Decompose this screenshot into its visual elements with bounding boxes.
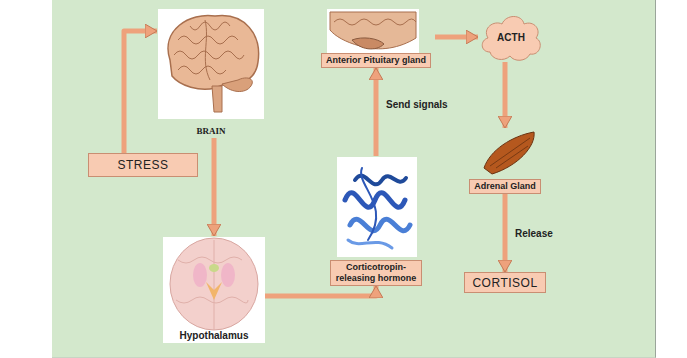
flow-arrow [374, 68, 379, 156]
node-label: Corticotropin-releasing hormone [330, 260, 422, 286]
node-label: ACTH [497, 32, 525, 43]
flow-arrow [265, 286, 376, 296]
edge-label: Send signals [384, 99, 450, 110]
protein-illustration [345, 168, 410, 248]
adrenal-node: Adrenal Gland [464, 128, 546, 194]
hypothalamus-illustration [170, 238, 258, 330]
stress-box: STRESS [88, 153, 198, 177]
brain-illustration [168, 15, 259, 112]
flow-arrow [435, 35, 478, 40]
flow-arrow [212, 138, 217, 236]
pituitary-illustration [330, 12, 416, 49]
hypothalamus-node: Hypothalamus [163, 236, 265, 344]
acth-cloud: ACTH [478, 12, 544, 62]
node-label: STRESS [117, 158, 168, 172]
edge-label: Release [513, 228, 555, 239]
crh-node: Corticotropin-releasing hormone [326, 156, 426, 286]
node-label: Hypothalamus [180, 330, 249, 341]
pituitary-node: Anterior Pituitary gland [317, 8, 435, 68]
node-label: Adrenal Gland [469, 179, 541, 194]
cortisol-box: CORTISOL [464, 272, 546, 293]
flow-arrow [503, 62, 508, 128]
brain-node: BRAIN [157, 8, 265, 138]
node-label: Anterior Pituitary gland [321, 53, 431, 68]
node-label: CORTISOL [472, 276, 537, 290]
node-label: BRAIN [192, 125, 229, 138]
flow-arrow [503, 194, 508, 272]
flow-arrow [124, 31, 157, 153]
adrenal-illustration [484, 132, 534, 174]
